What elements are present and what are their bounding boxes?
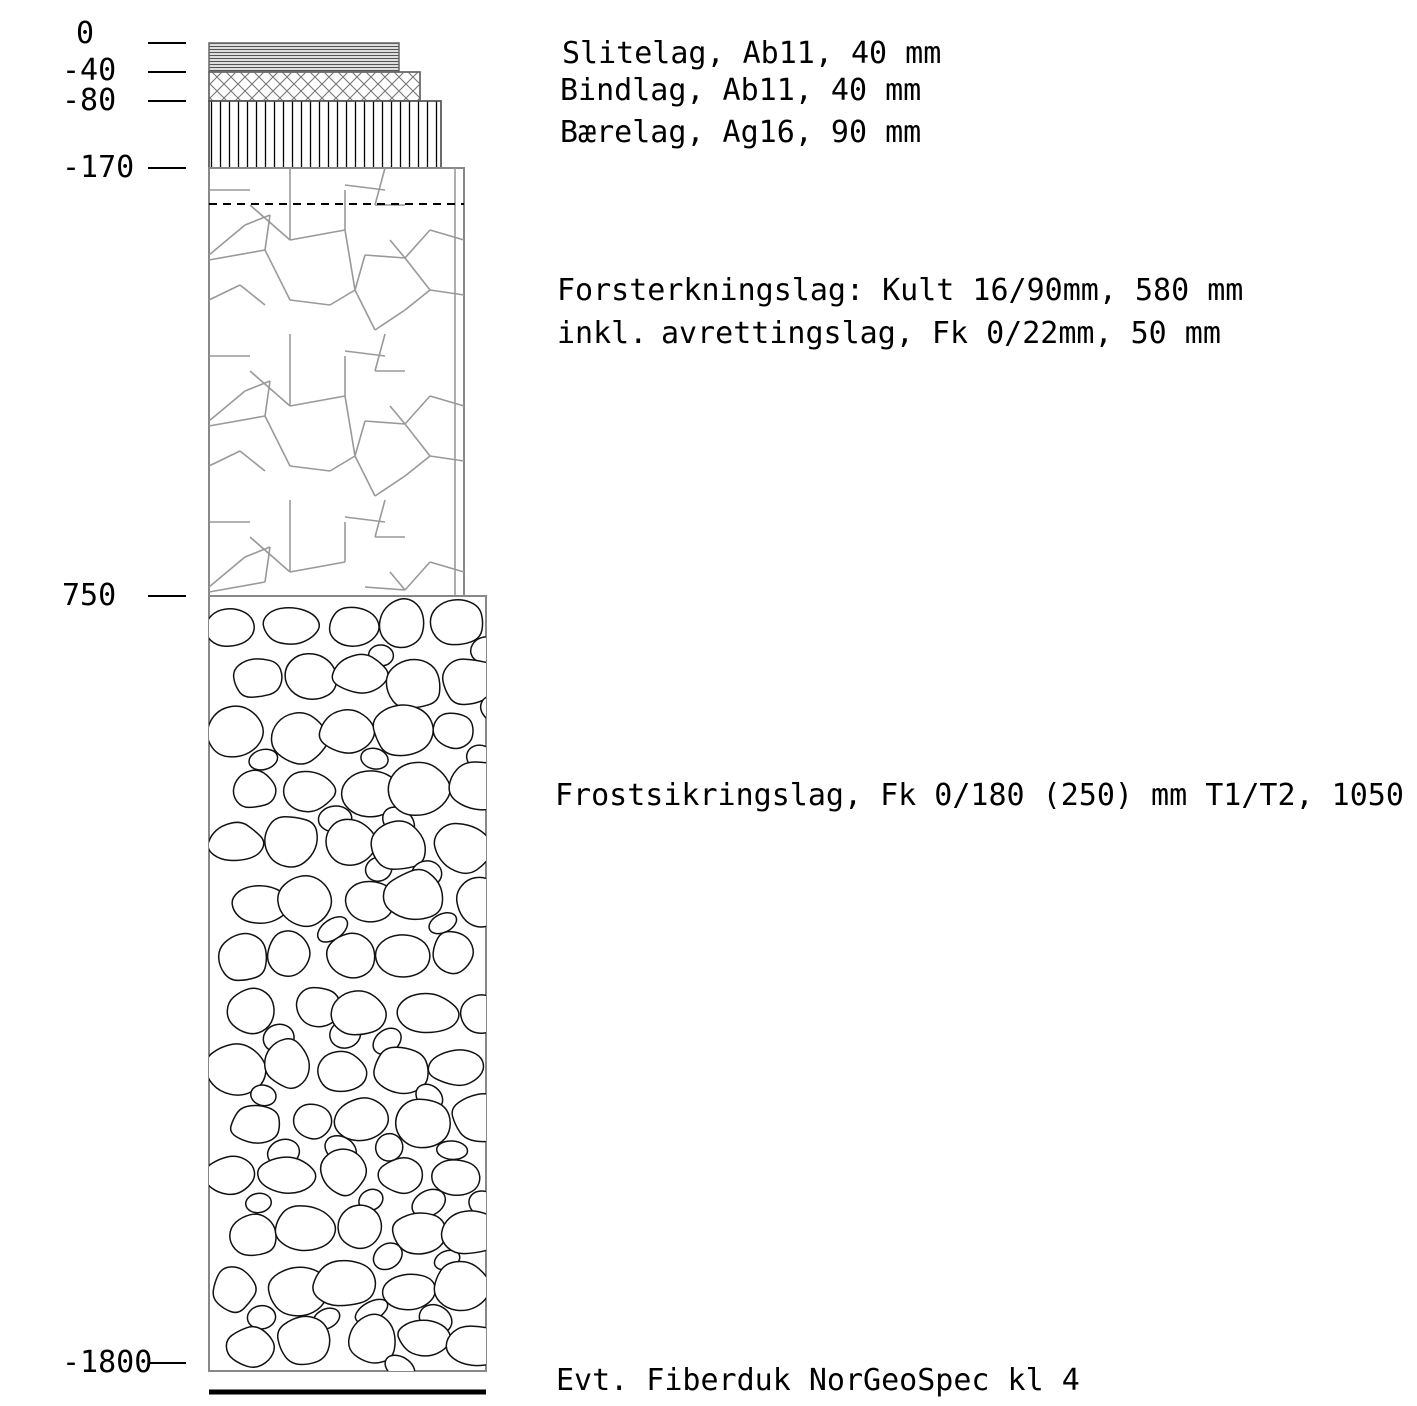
depth-label-170: -170 [62, 150, 134, 185]
label-slitelag: Slitelag, Ab11, 40 mm [562, 36, 941, 71]
depth-label-80: -80 [62, 83, 116, 118]
gravel-stone-pattern [209, 598, 486, 1371]
depth-label-40: -40 [62, 53, 116, 88]
label-avrettingslag: avrettingslag, Fk 0/22mm, 50 mm [661, 316, 1221, 351]
depth-label-750: 750 [62, 578, 116, 613]
depth-label-0: 0 [76, 16, 94, 51]
depth-scale: 0 -40 -80 -170 750 -1800 [62, 16, 186, 1380]
layer-forsterkningslag [208, 167, 465, 597]
label-forsterkningslag: Forsterkningslag: Kult 16/90mm, 580 mm [557, 273, 1243, 308]
layer-labels: Slitelag, Ab11, 40 mm Bindlag, Ab11, 40 … [555, 36, 1417, 1398]
depth-label-1800: -1800 [62, 1345, 152, 1380]
label-bindlag: Bindlag, Ab11, 40 mm [560, 73, 921, 108]
layer-baerelag [208, 100, 442, 169]
layer-frostsikringslag [208, 595, 487, 1372]
layer-bindlag [208, 71, 421, 102]
layer-slitelag [208, 42, 400, 73]
label-baerelag: Bærelag, Ag16, 90 mm [560, 115, 921, 150]
label-fiberduk: Evt. Fiberduk NorGeoSpec kl 4 [556, 1363, 1080, 1398]
kult-stone-pattern [208, 167, 465, 596]
label-frostsikringslag: Frostsikringslag, Fk 0/180 (250) mm T1/T… [555, 778, 1417, 813]
label-forsterkning-inkl: inkl. [557, 316, 647, 351]
